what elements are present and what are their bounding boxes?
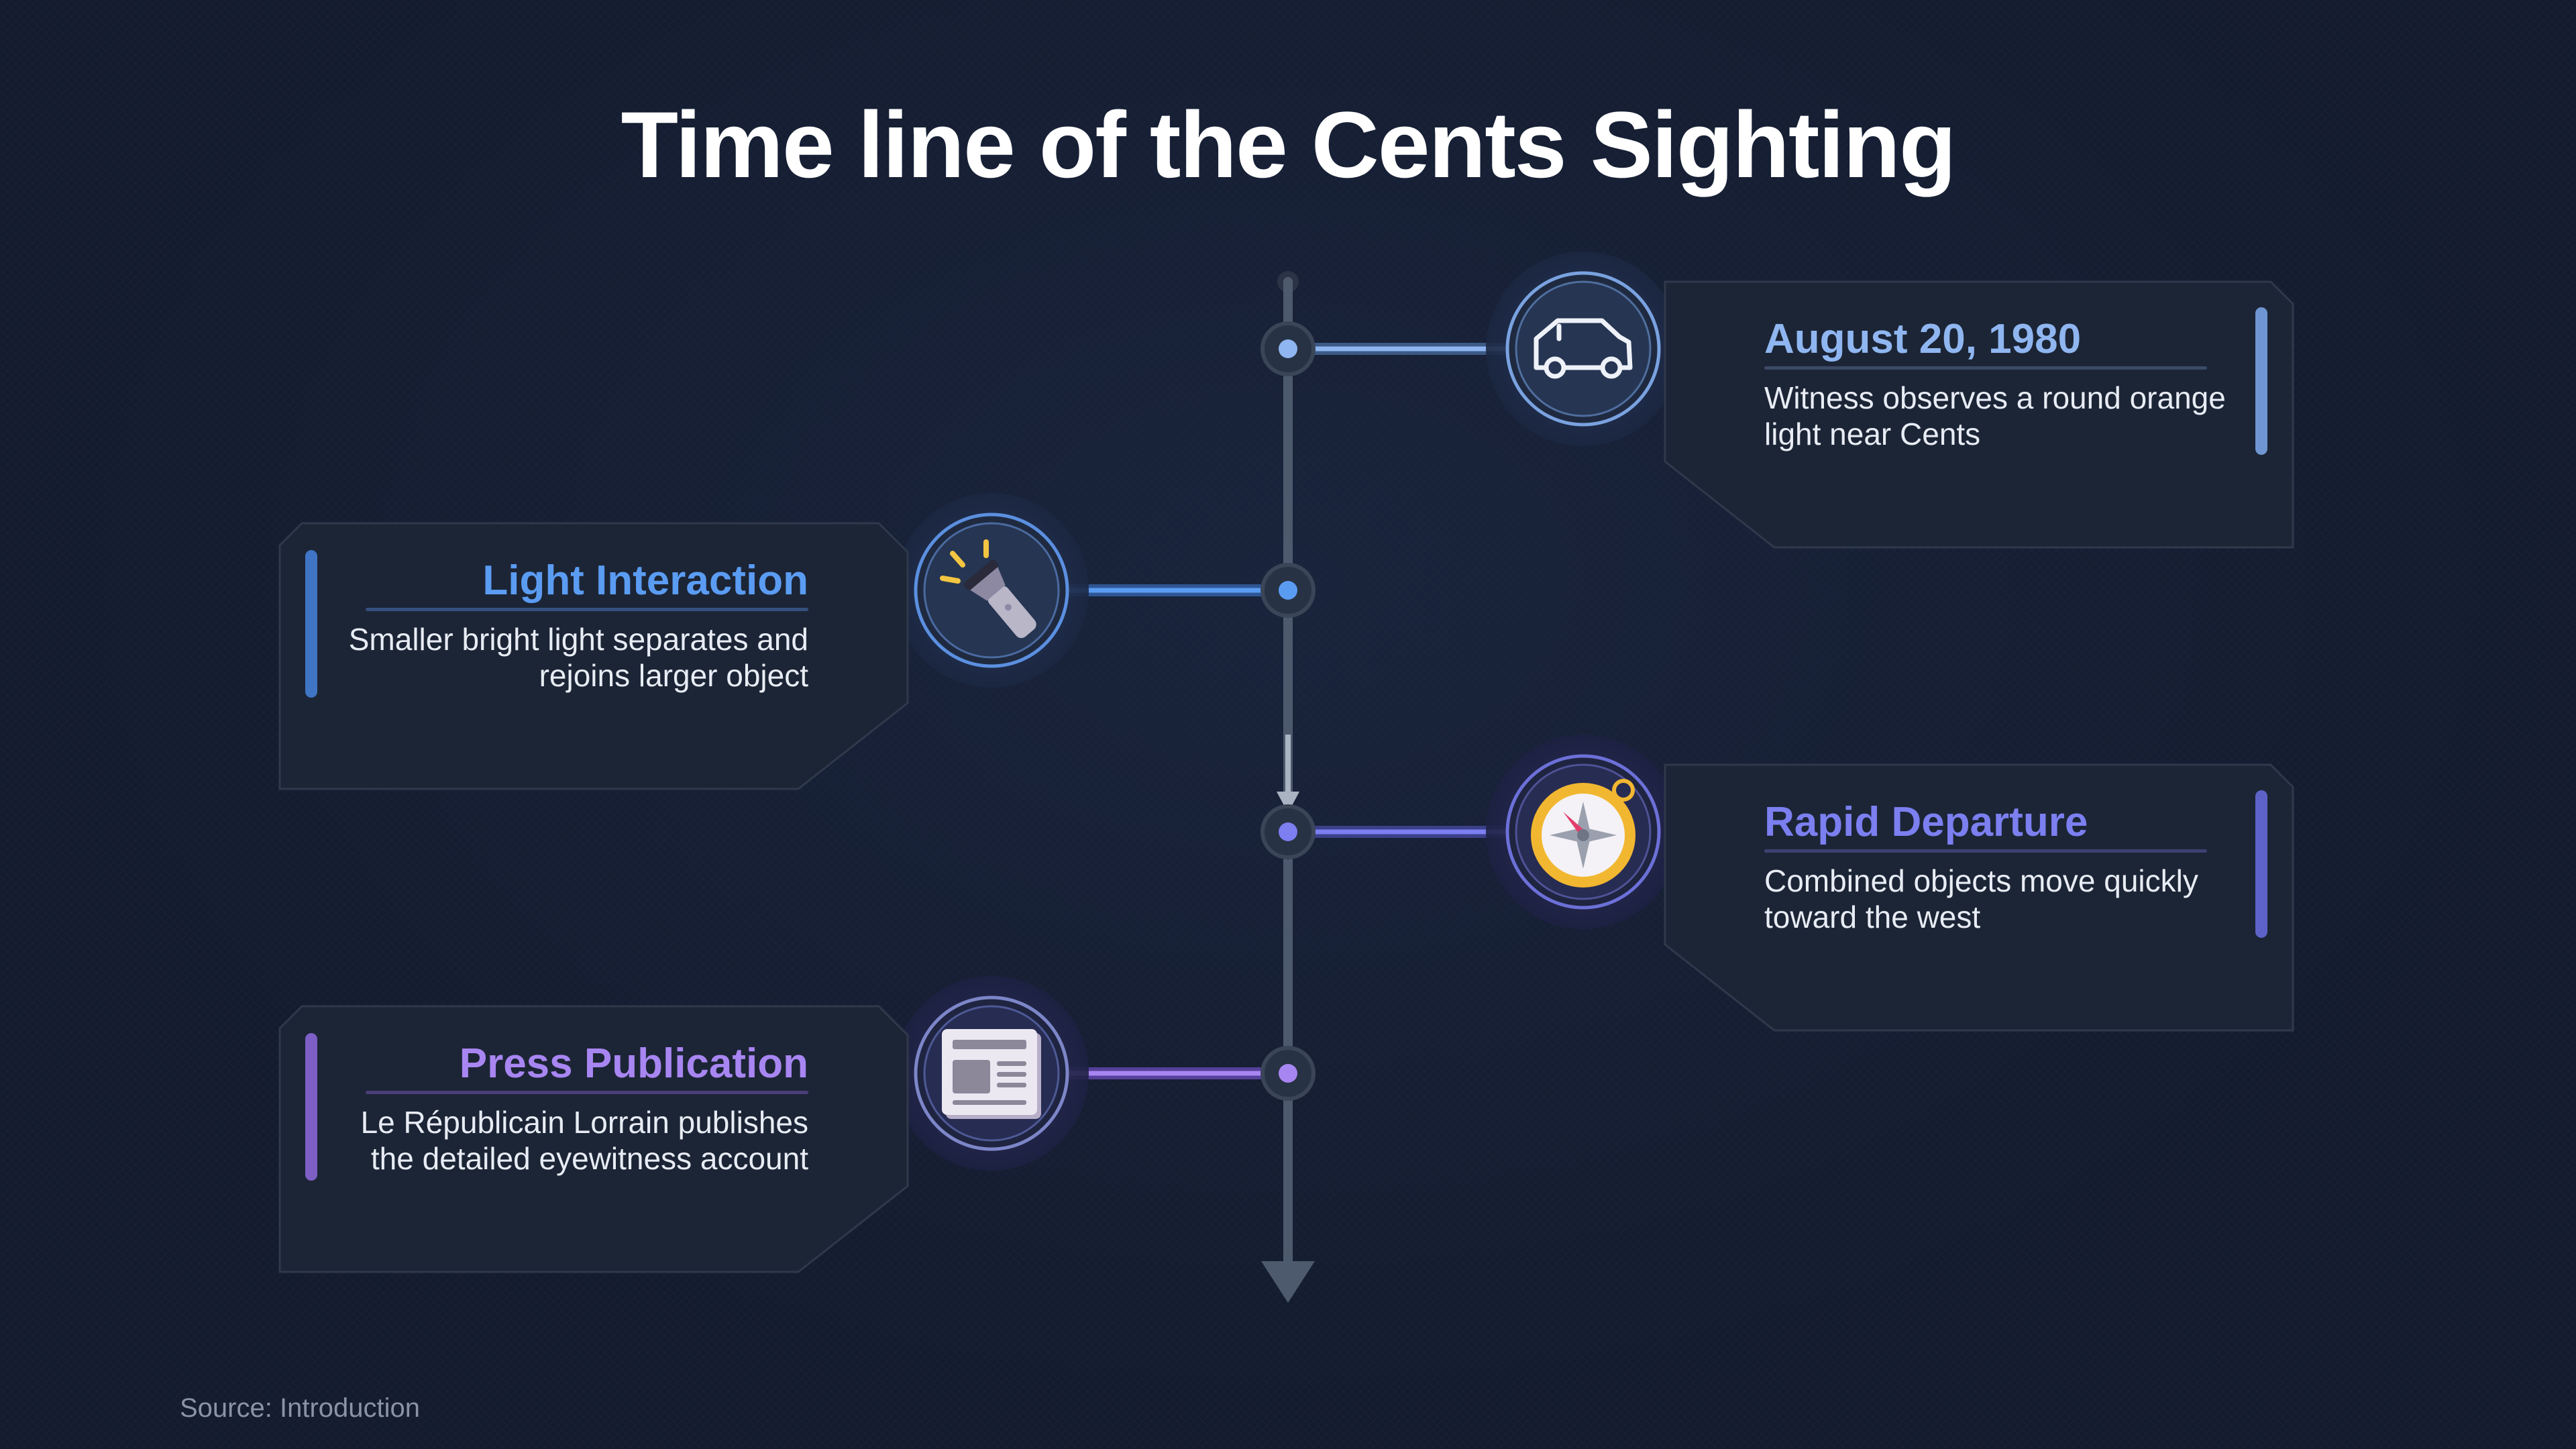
source-note: Source: Introduction	[180, 1393, 420, 1423]
flashlight-icon	[940, 539, 1036, 639]
car-icon	[1534, 318, 1633, 379]
accent-bar	[305, 550, 317, 698]
timeline-arrowhead	[1261, 1261, 1315, 1303]
page-title: Time line of the Cents Sighting	[621, 92, 1957, 197]
card-shape	[278, 1005, 909, 1273]
event-card-light-interaction: Light Interaction Smaller bright light s…	[278, 522, 909, 790]
event-heading: August 20, 1980	[1764, 316, 2082, 362]
card-shape	[1664, 763, 2294, 1032]
event-card-rapid-departure: Rapid Departure Combined objects move qu…	[1664, 763, 2294, 1032]
accent-bar	[2255, 790, 2267, 938]
event-heading: Press Publication	[459, 1040, 808, 1087]
event-description: Combined objects move quickly toward the…	[1764, 863, 2198, 934]
event-card-press-publication: Press Publication Le Républicain Lorrain…	[278, 1005, 909, 1273]
heading-underline	[366, 608, 808, 611]
newspaper-icon	[942, 1029, 1041, 1119]
heading-underline	[366, 1091, 808, 1094]
accent-bar	[305, 1033, 317, 1181]
card-shape	[278, 522, 909, 790]
event-august-20-1980	[1260, 252, 1680, 446]
event-rapid-departure	[1260, 735, 1680, 929]
card-shape	[1664, 280, 2294, 549]
event-card-august-20-1980: August 20, 1980 Witness observes a round…	[1664, 280, 2294, 549]
heading-underline	[1764, 366, 2207, 370]
event-description: Smaller bright light separates and rejoi…	[348, 622, 808, 693]
event-light-interaction	[894, 493, 1316, 688]
event-description: Le Républicain Lorrain publishes the det…	[360, 1105, 808, 1176]
event-press-publication	[894, 976, 1316, 1171]
accent-bar	[2255, 307, 2267, 455]
timeline-axis	[1261, 271, 1315, 1303]
event-description: Witness observes a round orange light ne…	[1764, 380, 2226, 451]
compass-icon	[1531, 779, 1635, 888]
event-heading: Rapid Departure	[1764, 799, 2088, 845]
heading-underline	[1764, 849, 2207, 853]
event-heading: Light Interaction	[482, 557, 808, 604]
